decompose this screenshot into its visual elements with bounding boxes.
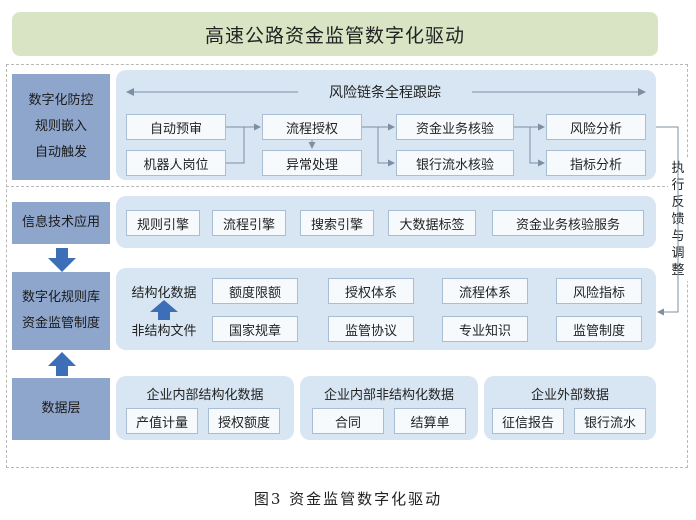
rule-supervision-agreement: 监管协议 <box>328 316 414 342</box>
layer1-label-line3: 自动触发 <box>34 145 87 160</box>
layer1-label-line2: 规则嵌入 <box>34 119 87 134</box>
layer3-label-line2: 资金监管制度 <box>21 316 100 331</box>
data-settlement: 结算单 <box>394 408 466 434</box>
risk-chain-label: 风险链条全程跟踪 <box>300 82 470 102</box>
layer3-label-line1: 数字化规则库 <box>21 290 100 305</box>
feedback-line <box>656 126 679 316</box>
tech-fund-verify-service: 资金业务核验服务 <box>492 210 644 236</box>
unstructured-file-label: 非结构文件 <box>131 323 197 339</box>
structured-data-label: 结构化数据 <box>131 285 197 301</box>
layer2-label: 信息技术应用 <box>12 202 110 244</box>
node-process-auth: 流程授权 <box>262 114 362 140</box>
tech-bigdata-tag: 大数据标签 <box>388 210 476 236</box>
tech-search-engine: 搜索引擎 <box>300 210 374 236</box>
rule-quota-limit: 额度限额 <box>212 278 298 304</box>
layer1-label: 数字化防控 规则嵌入 自动触发 <box>12 74 110 180</box>
rule-professional-knowledge: 专业知识 <box>442 316 528 342</box>
node-robot-post: 机器人岗位 <box>126 150 226 176</box>
data-output-measure: 产值计量 <box>126 408 198 434</box>
rule-auth-system: 授权体系 <box>328 278 414 304</box>
data-group-external-title: 企业外部数据 <box>530 387 609 403</box>
node-bank-verify: 银行流水核验 <box>396 150 514 176</box>
risk-chain-left-head <box>126 88 134 96</box>
node-fund-verify: 资金业务核验 <box>396 114 514 140</box>
node-exception: 异常处理 <box>262 150 362 176</box>
rule-risk-indicator: 风险指标 <box>556 278 642 304</box>
data-auth-amount: 授权额度 <box>208 408 280 434</box>
layer1-label-line1: 数字化防控 <box>28 93 94 108</box>
arrow-unstructured-up <box>150 300 178 320</box>
rule-supervision-system: 监管制度 <box>556 316 642 342</box>
data-group-internal-unstructured-title: 企业内部非结构化数据 <box>323 387 454 403</box>
tech-rule-engine: 规则引擎 <box>126 210 200 236</box>
connector-auth-to-bank <box>377 127 395 167</box>
risk-chain-right-head <box>638 88 646 96</box>
layer3-label: 数字化规则库 资金监管制度 <box>12 272 110 350</box>
tech-process-engine: 流程引擎 <box>212 210 286 236</box>
data-bank-statement: 银行流水 <box>574 408 646 434</box>
connector-fund-to-indicator <box>529 127 545 167</box>
figure-caption: 图3 资金监管数字化驱动 <box>253 490 443 508</box>
node-auto-review: 自动预审 <box>126 114 226 140</box>
rule-national-regulation: 国家规章 <box>212 316 298 342</box>
data-credit-report: 征信报告 <box>492 408 564 434</box>
node-risk-analysis: 风险分析 <box>546 114 646 140</box>
rule-process-system: 流程体系 <box>442 278 528 304</box>
connector-robot-to-auth <box>226 127 245 164</box>
arrow-data-to-rules <box>48 352 76 376</box>
layer4-label: 数据层 <box>12 378 110 440</box>
arrow-tech-to-rules <box>48 248 76 272</box>
data-group-internal-structured-title: 企业内部结构化数据 <box>146 387 264 403</box>
node-indicator-analysis: 指标分析 <box>546 150 646 176</box>
layer-divider <box>6 186 670 187</box>
diagram-title: 高速公路资金监管数字化驱动 <box>12 12 658 56</box>
data-contract: 合同 <box>312 408 384 434</box>
